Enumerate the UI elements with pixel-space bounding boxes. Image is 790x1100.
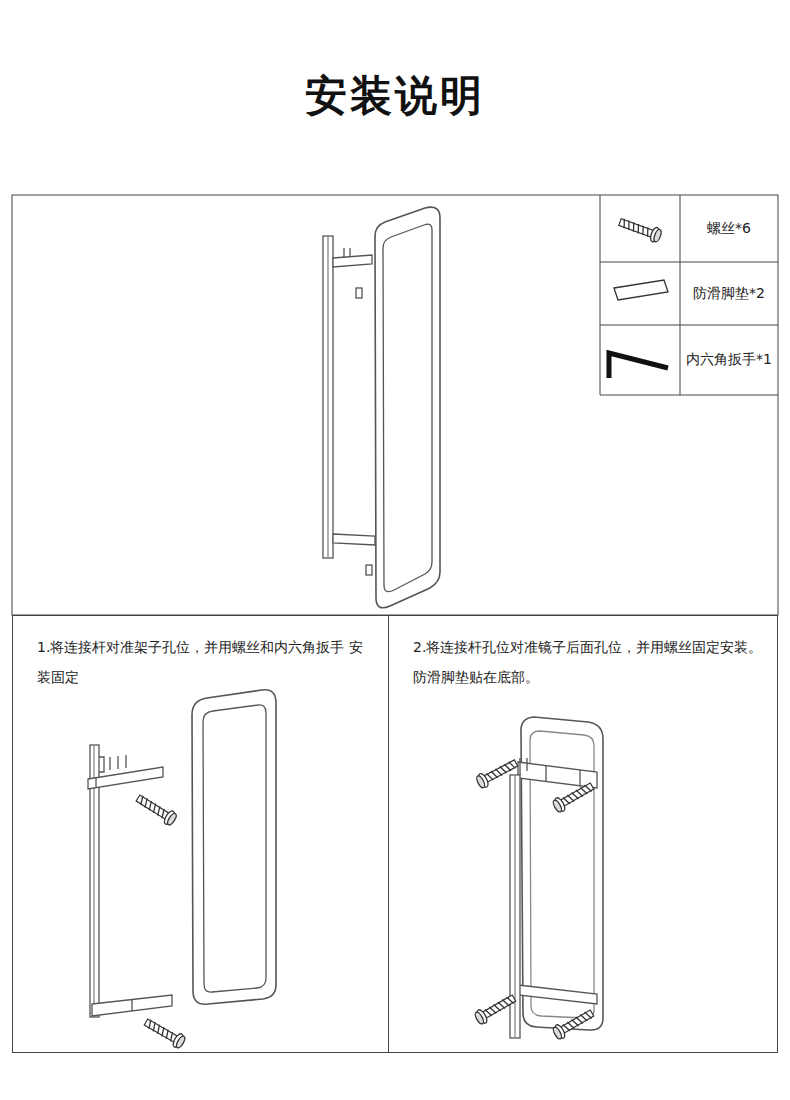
part-name: 螺丝*6 [707, 220, 751, 238]
panel-frame [12, 195, 778, 615]
screw [473, 992, 518, 1026]
step-panel: 2.将连接杆孔位对准镜子后面孔位，并用螺丝固定安装。 防滑脚垫贴在底部。 [388, 615, 778, 1053]
hex-key-icon [609, 353, 668, 378]
step-instruction: 2.将连接杆孔位对准镜子后面孔位，并用螺丝固定安装。 防滑脚垫贴在底部。 [413, 632, 779, 692]
parts-table [600, 195, 778, 395]
screw [475, 756, 520, 789]
screw [551, 780, 596, 814]
screw [134, 792, 178, 827]
pad-icon [614, 280, 668, 300]
part-name: 内六角扳手*1 [686, 351, 772, 369]
step-panel: 1.将连接杆对准架子孔位，并用螺丝和内六角扳手 安装固定 [12, 615, 389, 1053]
page-title: 安装说明 [0, 68, 790, 124]
part-name: 防滑脚垫*2 [693, 285, 765, 303]
screw [142, 1016, 187, 1050]
step-instruction: 1.将连接杆对准架子孔位，并用螺丝和内六角扳手 安装固定 [37, 632, 369, 692]
screw [551, 1007, 596, 1041]
screw-icon [617, 215, 662, 244]
step1-parts [88, 690, 276, 1017]
mirror-assembled [323, 207, 440, 608]
step2-parts [510, 717, 603, 1038]
